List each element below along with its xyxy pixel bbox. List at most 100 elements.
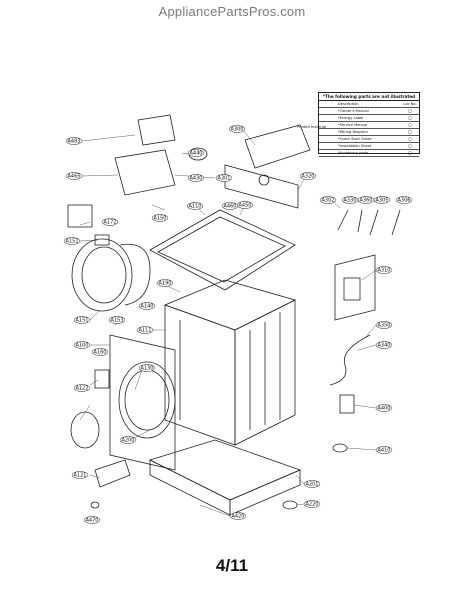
callout-text: A302 (322, 198, 335, 204)
row-desc: *Energy Label (338, 116, 364, 120)
callout: A121 (71, 471, 89, 479)
callout-text: A140 (141, 304, 154, 310)
hose-drawing (329, 334, 371, 386)
table-side-label: Printed material (297, 125, 326, 129)
callout-text: A220 (306, 502, 319, 508)
row-desc: *Installation Sheet (338, 144, 372, 148)
callout-text: A450 (239, 203, 252, 209)
callout-text: A200 (122, 438, 135, 444)
callout: A302 (319, 196, 337, 204)
callout-text: A153 (111, 318, 124, 324)
callout: A172 (101, 218, 119, 226)
door-drawing (71, 238, 151, 312)
callout: A483 (65, 137, 83, 145)
callout-text: A100 (76, 343, 89, 349)
callout-text: A160 (94, 350, 107, 356)
callout: A152 (63, 237, 81, 245)
callout-text: A190 (159, 281, 172, 287)
table-row: *Service Manual◯ (319, 122, 419, 129)
callout: A350 (375, 321, 393, 329)
callout: A153 (108, 316, 126, 324)
table-row: *Energy Label◯ (319, 115, 419, 122)
table-row: *Owner's Manual◯ (319, 108, 419, 115)
callout-text: A440 (190, 151, 203, 157)
not-illustrated-table: *The following parts are not illustrated… (297, 92, 420, 157)
callout: A110 (186, 202, 204, 210)
callout: A400 (375, 404, 393, 412)
callout-text: A310 (378, 268, 391, 274)
rear-panel-drawing (334, 254, 376, 321)
callout: A140 (138, 302, 156, 310)
row-desc: *Service Manual (338, 123, 368, 127)
callout: A190 (156, 279, 174, 287)
table-row: *Installation Sheet◯ (319, 143, 419, 150)
filter-cap-drawing (332, 443, 348, 453)
callout: A460 (221, 202, 239, 210)
callout-text: A430 (190, 176, 203, 182)
callout-text: A152 (66, 239, 79, 245)
callout: A220 (303, 500, 321, 508)
callout-text: A122 (76, 386, 89, 392)
callout-text: A305 (376, 198, 389, 204)
callout: A320 (299, 172, 317, 180)
callout: A151 (73, 316, 91, 324)
watermark: AppliancePartsPros.com (158, 4, 306, 19)
callout: A470 (83, 516, 101, 524)
callout: A130 (138, 364, 156, 372)
callout-labels: A483 A465 A172 A152 A151 A153 A100 A160 … (63, 125, 413, 524)
callout-text: A306 (398, 198, 411, 204)
callout-text: A340 (378, 343, 391, 349)
callout-text: A121 (74, 473, 87, 479)
callout-text: A483 (68, 139, 81, 145)
top-cover-drawing (149, 209, 296, 291)
callout: A410 (375, 446, 393, 454)
base-drawing (148, 439, 302, 516)
col-loc: Loc No. (403, 102, 417, 106)
table-row: *Accessory parts◯ (319, 150, 419, 157)
callout: A201 (303, 480, 321, 488)
callout-text: A330 (344, 198, 357, 204)
callout-text: A420 (232, 514, 245, 520)
callout: A420 (229, 512, 247, 520)
callout: A305 (373, 196, 391, 204)
callout-text: A301 (218, 176, 231, 182)
table-row: *Quick Start Guide◯ (319, 136, 419, 143)
callout-text: A400 (378, 406, 391, 412)
callout-text: A470 (86, 518, 99, 524)
callout: A301 (215, 174, 233, 182)
row-desc: *Quick Start Guide (338, 137, 372, 141)
table-col-headers: Description Loc No. (319, 101, 419, 108)
callout-text: A110 (189, 204, 202, 210)
leg-bracket-drawing (94, 459, 131, 488)
cabinet-drawing (163, 279, 297, 446)
col-description: Description (338, 102, 359, 106)
row-desc: *Wiring Diagram (338, 130, 368, 134)
dampers-drawing (337, 209, 401, 236)
callout: A111 (136, 326, 154, 334)
table-header: *The following parts are not illustrated (319, 93, 419, 101)
callout-text: A172 (104, 220, 117, 226)
callout: A150 (151, 214, 169, 222)
callout-text: A150 (154, 216, 167, 222)
callout-text: A410 (378, 448, 391, 454)
callout: A160 (91, 348, 109, 356)
callout: A122 (73, 384, 91, 392)
page-number: 4/11 (215, 556, 249, 575)
row-desc: *Accessory parts (338, 151, 369, 155)
gasket-drawing (70, 411, 100, 449)
callout: A306 (395, 196, 413, 204)
leader-lines (79, 129, 377, 517)
callout: A300 (228, 125, 246, 133)
callout: A100 (73, 341, 91, 349)
callout: A440 (187, 149, 205, 157)
callout: A330 (341, 196, 359, 204)
callout-text: A201 (306, 482, 319, 488)
table-row: *Wiring Diagram◯ (319, 129, 419, 136)
callout: A450 (236, 201, 254, 209)
callout-text: A350 (378, 323, 391, 329)
callout-text: A111 (139, 328, 152, 334)
callout-text: A320 (302, 174, 315, 180)
callout-text: A130 (141, 366, 154, 372)
callout: A200 (119, 436, 137, 444)
